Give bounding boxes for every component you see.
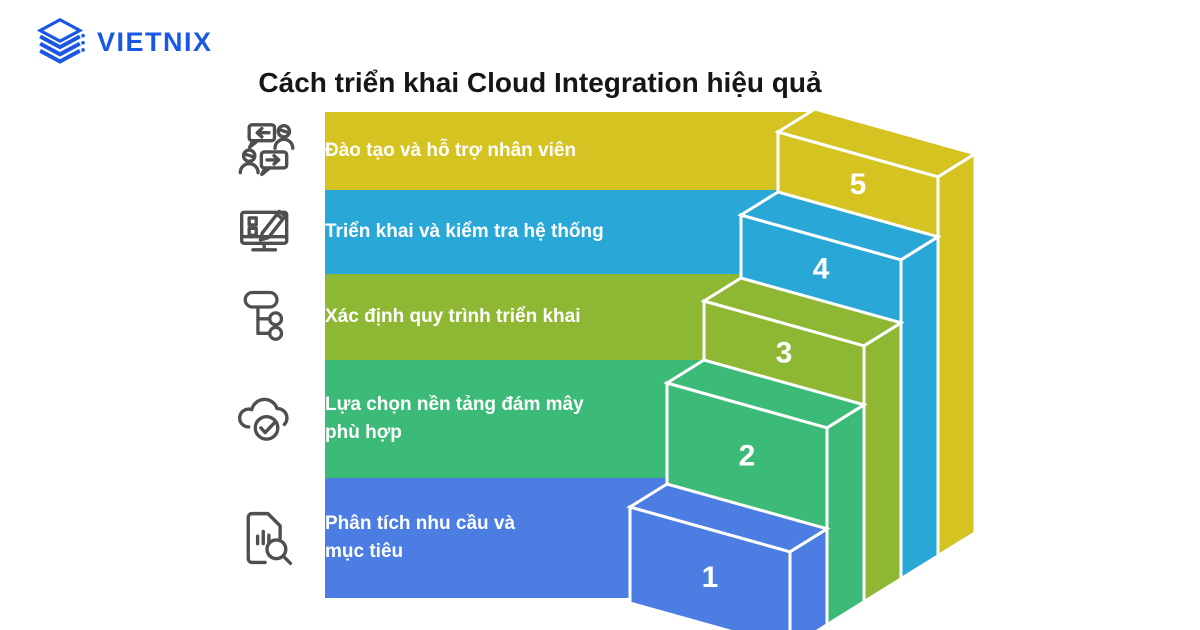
step-row-1: Phân tích nhu cầu và mục tiêu <box>228 478 1200 598</box>
step-row-2: Lựa chọn nền tảng đám mây phù hợp <box>228 360 1200 478</box>
step-top-3 <box>700 276 905 348</box>
step-label: Đào tạo và hỗ trợ nhân viên <box>325 140 577 162</box>
band-row-3 <box>325 274 741 360</box>
flowchart-icon <box>228 288 306 346</box>
people-chat-icon <box>228 121 306 181</box>
step-top-4 <box>737 190 942 262</box>
monitor-pencil-icon <box>228 202 306 262</box>
step-row-5: Đào tạo và hỗ trợ nhân viên <box>228 112 1200 190</box>
band-row-4 <box>325 190 778 274</box>
band-row-1 <box>325 478 667 598</box>
step-top-2 <box>663 358 868 430</box>
step-number-4: 4 <box>813 252 830 285</box>
step-number-2: 2 <box>739 439 756 472</box>
brand-name: VIETNIX <box>97 26 213 57</box>
cloud-check-icon <box>228 389 306 449</box>
band-row-5 <box>325 112 812 190</box>
step-label: Lựa chọn nền tảng đám mây phù hợp <box>325 394 584 443</box>
step-top-1 <box>626 482 831 554</box>
vietnix-logo: VIETNIX <box>33 16 213 68</box>
step-top-5 <box>774 107 979 179</box>
step-label: Xác định quy trình triển khai <box>325 306 581 328</box>
step-label: Phân tích nhu cầu và mục tiêu <box>325 513 516 562</box>
step-row-4: Triển khai và kiểm tra hệ thống <box>228 190 1200 274</box>
step-number-1: 1 <box>702 561 719 594</box>
step-number-3: 3 <box>776 336 793 369</box>
step-label: Triển khai và kiểm tra hệ thống <box>325 221 604 243</box>
step-row-3: Xác định quy trình triển khai <box>228 274 1200 360</box>
doc-search-icon <box>228 508 306 568</box>
band-row-2 <box>325 360 704 478</box>
step-number-5: 5 <box>850 168 867 201</box>
page-title: Cách triển khai Cloud Integration hiệu q… <box>258 66 822 98</box>
vietnix-logo-icon <box>36 17 85 64</box>
